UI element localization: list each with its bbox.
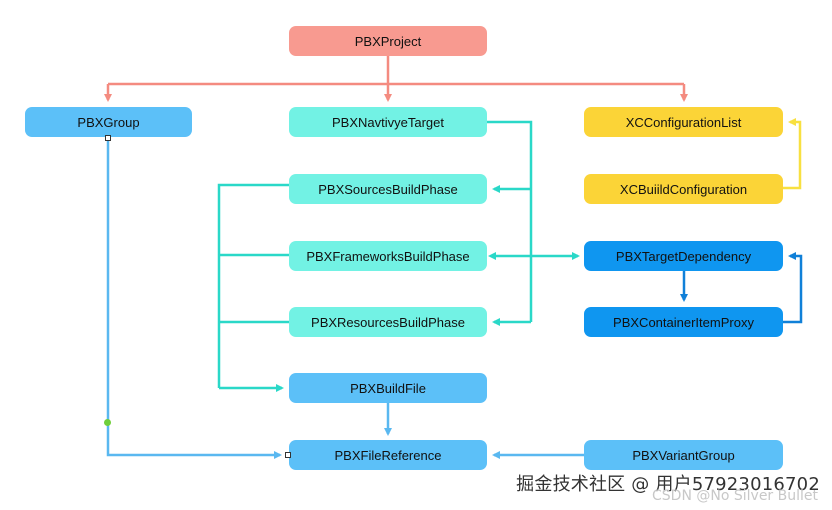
edge-project-fanout: [104, 55, 688, 102]
node-label: PBXFrameworksBuildPhase: [306, 248, 470, 264]
node-pbxframeworksbuildphase[interactable]: PBXFrameworksBuildPhase: [289, 241, 487, 271]
node-label: PBXProject: [354, 33, 422, 49]
node-label: XCBuiildConfiguration: [619, 181, 748, 197]
watermark-subtext: CSDN @No Silver Bullet: [652, 488, 818, 504]
node-label: PBXFileReference: [334, 447, 442, 463]
watermark-text: 掘金技术社区 @ 用户57923016702: [516, 474, 820, 495]
node-xcbuildconfiguration[interactable]: XCBuiildConfiguration: [584, 174, 783, 204]
node-pbxgroup[interactable]: PBXGroup: [25, 107, 192, 137]
node-pbxvariantgroup[interactable]: PBXVariantGroup: [584, 440, 783, 470]
node-label: PBXGroup: [77, 114, 140, 130]
node-pbxresourcesbuildphase[interactable]: PBXResourcesBuildPhase: [289, 307, 487, 337]
node-label: PBXSourcesBuildPhase: [318, 181, 458, 197]
node-label: PBXBuildFile: [350, 380, 426, 396]
node-label: PBXVariantGroup: [632, 447, 735, 463]
node-label: PBXNavtivyeTarget: [332, 114, 444, 130]
node-pbxsourcesbuildphase[interactable]: PBXSourcesBuildPhase: [289, 174, 487, 204]
node-label: PBXContainerItemProxy: [613, 314, 754, 330]
node-pbxfilereference[interactable]: PBXFileReference: [289, 440, 487, 470]
edge-dependency-proxy: [680, 252, 803, 324]
connector-end-handle[interactable]: [285, 452, 291, 458]
edge-buildconfig-configlist: [783, 118, 802, 190]
edge-target-phases: [487, 120, 533, 326]
node-xcconfigurationlist[interactable]: XCConfigurationList: [584, 107, 783, 137]
node-label: XCConfigurationList: [625, 114, 742, 130]
node-label: PBXTargetDependency: [615, 248, 752, 264]
node-pbxbuildfile[interactable]: PBXBuildFile: [289, 373, 487, 403]
edge-phases-buildfile: [217, 183, 289, 392]
node-pbxproject[interactable]: PBXProject: [289, 26, 487, 56]
edge-group-filereference: [106, 138, 282, 459]
node-pbxtargetdependency[interactable]: PBXTargetDependency: [584, 241, 783, 271]
node-label: PBXResourcesBuildPhase: [311, 314, 465, 330]
node-pbxnativetarget[interactable]: PBXNavtivyeTarget: [289, 107, 487, 137]
connector-start-handle[interactable]: [105, 135, 111, 141]
node-pbxcontaineritemproxy[interactable]: PBXContainerItemProxy: [584, 307, 783, 337]
connector-waypoint[interactable]: [104, 419, 111, 426]
